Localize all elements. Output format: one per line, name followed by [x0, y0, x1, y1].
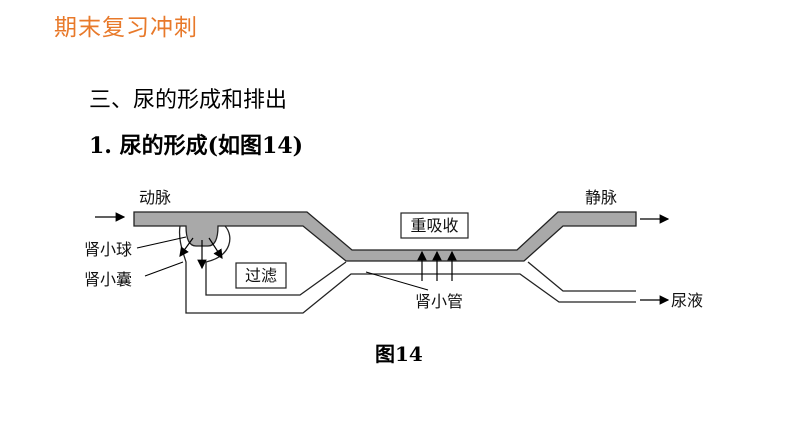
filtration-box: [235, 262, 287, 289]
renal-capsule-inner: [205, 225, 636, 296]
urine-label: 尿液: [671, 291, 703, 310]
figure-caption: 图14: [375, 342, 423, 366]
reabsorption-box: [400, 212, 469, 239]
subsection-title: 1. 尿的形成(如图14): [89, 133, 304, 159]
reabsorption-label: 重吸收: [410, 216, 458, 235]
capsule-leader: [144, 261, 184, 277]
blood-vessel: [133, 211, 637, 262]
vein-label: 静脉: [585, 188, 617, 207]
tubule-leader: [365, 271, 429, 291]
filtration-arrow-3: [208, 237, 223, 260]
capsule-label: 肾小囊: [84, 270, 132, 289]
renal-capsule-outer: [178, 225, 636, 314]
filtration-label: 过滤: [245, 266, 277, 285]
tubule-label: 肾小管: [415, 292, 463, 311]
glomerulus-label: 肾小球: [84, 240, 132, 259]
glomerulus-leader: [136, 236, 187, 249]
section-title: 三、尿的形成和排出: [89, 88, 288, 113]
artery-label: 动脉: [139, 188, 171, 207]
filtration-arrow-1: [179, 237, 194, 257]
header-title: 期末复习冲刺: [54, 15, 198, 41]
